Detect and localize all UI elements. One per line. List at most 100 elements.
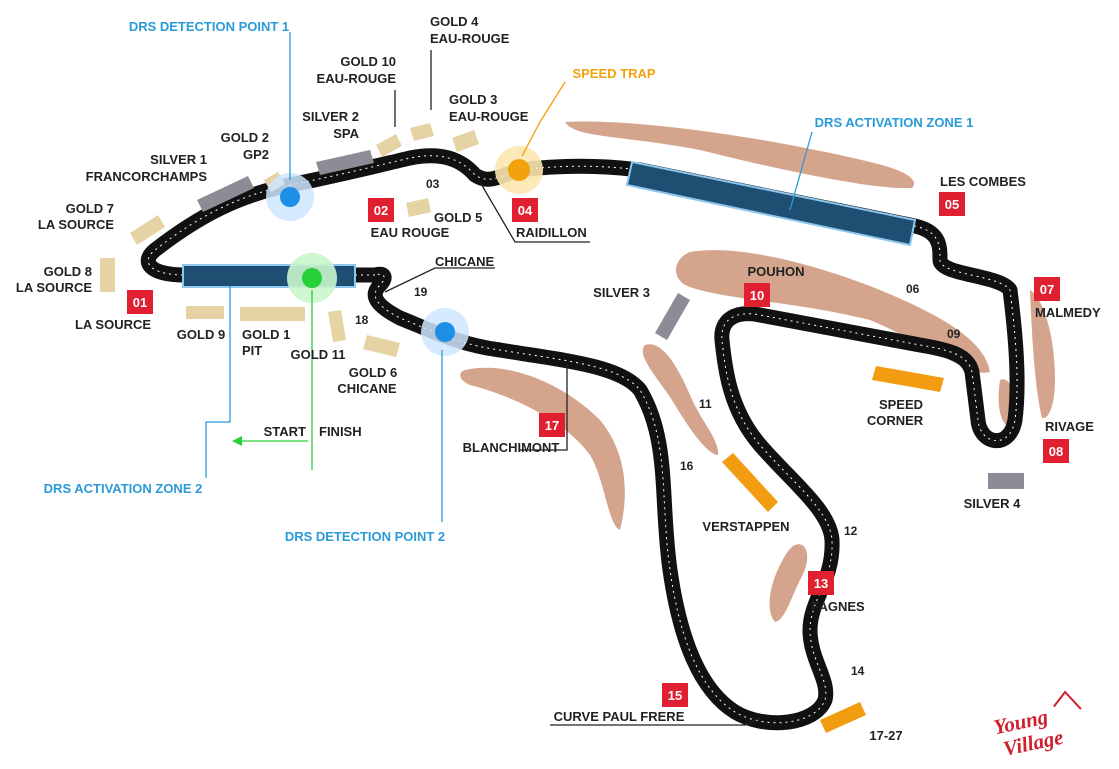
la-source-label: LA SOURCE [75,317,151,332]
verstappen-label: VERSTAPPEN [702,519,789,534]
gold-1-marker [240,307,305,321]
turn-03-label: 03 [426,177,440,191]
turn-05-number: 05 [945,197,959,212]
runoff-malmedy [1030,290,1055,419]
gold-9-label: GOLD 9 [177,327,225,342]
drs-detection-point-1 [280,187,300,207]
gold-1-label-line1: GOLD 1 [242,327,290,342]
runoff-areas [460,121,1055,622]
turn-12-label: 12 [844,524,858,538]
silver-1-label-line1: SILVER 1 [150,152,207,167]
runoff-les-combes [565,121,915,189]
turn-14-label: 14 [851,664,865,678]
gold-4-marker [376,134,402,157]
malmedy-label: MALMEDY [1035,305,1101,320]
runoff-pouhon [675,250,990,373]
speed-corner-label-line1: SPEED [879,397,923,412]
gold-6-marker [363,335,400,357]
les-combes-label: LES COMBES [940,174,1026,189]
silver-2-marker [316,150,374,175]
gold-5-label: GOLD 5 [434,210,482,225]
start-label: START [264,424,306,439]
map-labels: DRS DETECTION POINT 1 DRS DETECTION POIN… [16,14,1101,743]
turn-10-number: 10 [750,288,764,303]
gold-7-label-line1: GOLD 7 [66,201,114,216]
gold-1-label-line2: PIT [242,343,262,358]
track-centerline [147,155,1018,724]
verstappen-marker [722,453,778,512]
drs-activation-1-leader [789,131,813,211]
eau-rouge-label: EAU ROUGE [371,225,450,240]
turn-13-badge [808,571,834,595]
turn-10-badge [744,283,770,307]
drs-detection-point-2 [435,322,455,342]
leader-lines [205,32,813,726]
gold-4-label-line2: EAU-ROUGE [430,31,510,46]
turn-07-badge [1034,277,1060,301]
silver-3-marker [655,293,690,340]
gold-3-label-line2: EAU-ROUGE [449,109,529,124]
silver-1-marker [197,176,254,212]
fagnes-label: FAGNES [811,599,865,614]
turn-numbers: 03 06 09 11 12 14 16 18 19 [355,177,961,678]
runoff-turn-11 [642,344,719,455]
curve-paul-frere-label: CURVE PAUL FRERE [554,709,685,724]
silver-1-label-line2: FRANCORCHAMPS [86,169,208,184]
gold-3-marker [452,130,479,152]
pouhon-label: POUHON [747,264,804,279]
turn-18-label: 18 [355,313,369,327]
gold-7-label-line2: LA SOURCE [38,217,114,232]
speed-corner-label-line2: CORNER [867,413,924,428]
gold-6-label-line2: CHICANE [337,381,397,396]
rivage-label: RIVAGE [1045,419,1094,434]
finish-label: FINISH [319,424,362,439]
turn-09-label: 09 [947,327,961,341]
detection-points [266,146,543,356]
drs-detection-1-label: DRS DETECTION POINT 1 [129,19,289,34]
track [140,148,1025,731]
drs-activation-zone-1-bar [625,160,917,247]
silver-2-label-line2: SPA [333,126,359,141]
gold-6-label-line1: GOLD 6 [349,365,397,380]
turn-17-number: 17 [545,418,559,433]
turn-02-number: 02 [374,203,388,218]
speed-trap-leader [521,81,566,157]
silver-4-label: SILVER 4 [964,496,1022,511]
gold-11-label: GOLD 11 [291,347,346,362]
turn-04-badge [512,198,538,222]
curve-paul-frere-leader [550,717,761,726]
turn-19-label: 19 [414,285,428,299]
gold-5-marker [406,198,431,217]
silver-3-label: SILVER 3 [593,285,650,300]
gold-8-marker [100,258,115,292]
turn-15-badge [662,683,688,707]
turn-06-label: 06 [906,282,920,296]
chicane-leader [384,267,495,293]
turn-13-number: 13 [814,576,828,591]
drs-activation-1-label: DRS ACTIVATION ZONE 1 [815,115,974,130]
speed-corner-marker [872,366,944,392]
turn-08-number: 08 [1049,444,1063,459]
chicane-label: CHICANE [435,254,495,269]
gold-10-label-line2: EAU-ROUGE [317,71,397,86]
drs-activation-2-label: DRS ACTIVATION ZONE 2 [44,481,203,496]
gold-9-marker [186,306,224,319]
turn-05-badge [939,192,965,216]
turn-11-label: 11 [699,397,712,411]
speed-trap-point [508,159,530,181]
drs-activation-2-leader [205,286,231,478]
marker-17-27 [820,702,866,733]
turn-01-number: 01 [133,295,147,310]
young-village-logo: Young Village [991,690,1082,761]
blanchimont-leader [520,365,568,451]
blanchimont-label: BLANCHIMONT [463,440,560,455]
turn-01-badge [127,290,153,314]
gold-10-marker [410,123,434,141]
runoff-blanchimont [460,367,625,530]
range-17-27-label: 17-27 [869,728,902,743]
raidillon-leader [479,181,590,243]
turn-04-number: 04 [518,203,533,218]
turn-16-label: 16 [680,459,694,473]
